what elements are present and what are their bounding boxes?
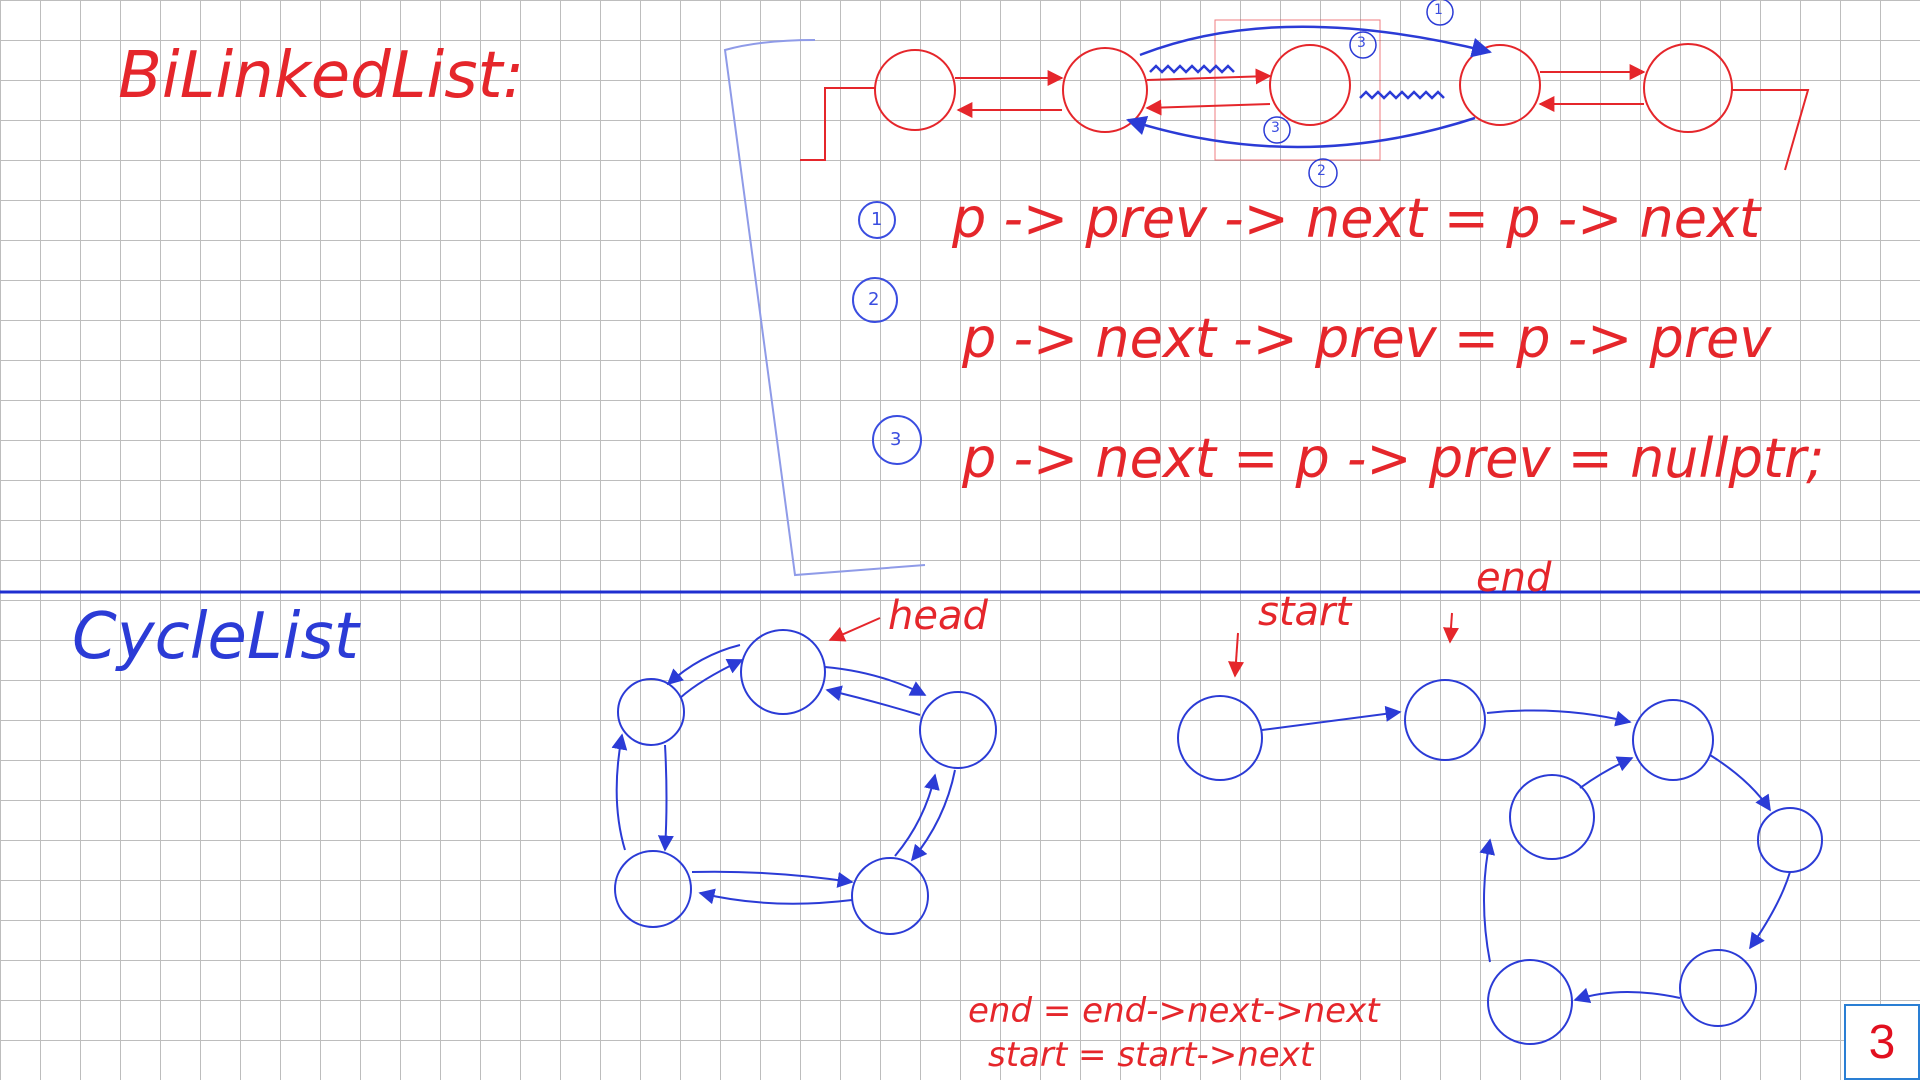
fs-node	[1757, 807, 1823, 873]
step-circles	[852, 201, 922, 465]
bypass-next-arrow	[1139, 25, 1492, 58]
mark-circle-3	[1349, 31, 1377, 59]
end-update-formula: end = end->next->next	[968, 991, 1380, 1031]
cl-node	[617, 678, 685, 746]
fs-arrow	[1479, 838, 1496, 963]
step-circle-2	[852, 277, 898, 323]
cl-node	[919, 691, 997, 769]
mark-label-1: 1	[1434, 2, 1443, 18]
dl-bypass-annotations	[1126, 0, 1492, 188]
mark-circle-2	[1308, 158, 1338, 188]
cl-next-arrow	[824, 666, 927, 696]
step-code-3: p -> next = p -> prev = nullptr;	[962, 427, 1825, 490]
mark-label-3b: 3	[1271, 120, 1280, 136]
dl-right-terminator	[1732, 89, 1810, 171]
fs-node-end	[1404, 679, 1486, 761]
cycle-list-title: CycleList	[72, 600, 359, 674]
fs-arrow	[1573, 987, 1681, 1004]
strike-mark	[1359, 90, 1445, 100]
dl-node-3	[1269, 44, 1351, 126]
cl-next-arrow	[698, 888, 853, 905]
step-circle-1	[858, 201, 896, 239]
cl-next-arrow	[679, 658, 744, 699]
fs-node	[1679, 949, 1757, 1027]
fs-node	[1487, 959, 1573, 1045]
mark-label-2: 2	[1317, 163, 1326, 179]
start-label: start	[1258, 589, 1352, 635]
step-circle-3	[872, 415, 922, 465]
dl-prev-arrow	[1145, 99, 1271, 116]
cl-prev-arrow	[611, 733, 628, 851]
fs-node	[1632, 699, 1714, 781]
fs-arrow	[1709, 754, 1771, 812]
dl-node-5	[1643, 43, 1733, 133]
dl-node-1	[874, 49, 956, 131]
fs-arrow	[1749, 871, 1791, 950]
mark-label-3: 3	[1357, 35, 1366, 51]
start-update-formula: start = start->next	[988, 1035, 1314, 1075]
fast-slow-diagram	[1177, 679, 1823, 1045]
page-number-badge: 3	[1844, 1004, 1920, 1080]
section-bracket	[723, 39, 926, 577]
dl-node-4	[1459, 44, 1541, 126]
bypass-prev-arrow	[1126, 115, 1476, 149]
cl-prev-arrow	[894, 773, 940, 857]
fs-arrow	[1261, 705, 1402, 731]
cl-prev-arrow	[691, 870, 854, 888]
cl-node	[614, 850, 692, 928]
dl-focus-frame	[1214, 19, 1381, 161]
fs-node	[1509, 774, 1595, 860]
cycle-list-diagram	[611, 629, 997, 935]
fs-arrow	[1579, 756, 1634, 789]
head-label: head	[888, 593, 988, 639]
head-pointer-arrow	[828, 617, 881, 642]
cl-prev-arrow	[666, 644, 741, 686]
fs-arrow	[1486, 709, 1632, 727]
cl-node-head	[740, 629, 826, 715]
strike-mark	[1149, 64, 1235, 74]
cl-next-arrow	[657, 744, 674, 852]
mark-circle-1	[1426, 0, 1454, 26]
dl-next-arrow	[1146, 68, 1272, 85]
start-pointer-arrow	[1228, 632, 1244, 678]
step-code-2: p -> next -> prev = p -> prev	[962, 307, 1772, 370]
cl-next-arrow	[910, 769, 956, 862]
end-pointer-arrow	[1443, 612, 1459, 644]
mark-circle-3b	[1263, 116, 1291, 144]
step-code-1: p -> prev -> next = p -> next	[952, 187, 1761, 250]
dl-left-terminator	[800, 87, 875, 161]
step-number-2: 2	[868, 289, 880, 310]
bilinked-list-diagram	[800, 19, 1810, 171]
dl-node-2	[1062, 47, 1148, 133]
cl-node	[851, 857, 929, 935]
end-label: end	[1476, 555, 1552, 601]
step-number-3: 3	[890, 429, 902, 450]
bilinked-list-title: BiLinkedList:	[118, 39, 525, 113]
step-number-1: 1	[871, 209, 883, 230]
cl-prev-arrow	[825, 685, 921, 716]
fs-node-start	[1177, 695, 1263, 781]
